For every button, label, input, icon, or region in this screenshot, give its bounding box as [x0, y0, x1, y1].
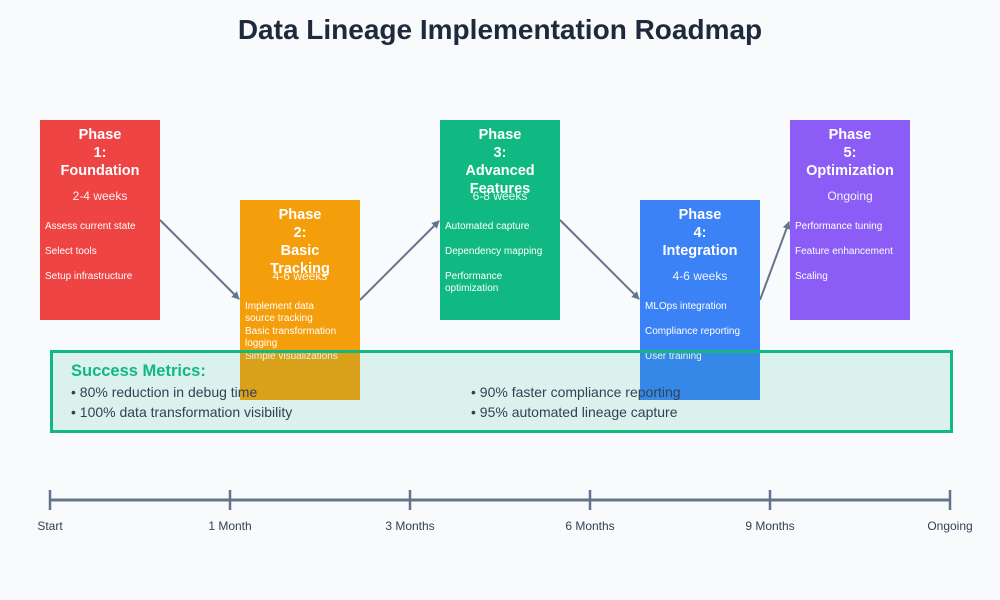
phase-title-line: Optimization	[806, 163, 894, 179]
phase-task: Assess current state	[45, 221, 136, 232]
phase-title-line: Integration	[662, 243, 738, 259]
phase-task: Scaling	[795, 271, 828, 282]
phase-duration: 6-8 weeks	[472, 189, 528, 203]
phase-title: Phase 2: Basic Tracking	[240, 206, 360, 278]
metric-item: • 90% faster compliance reporting	[471, 384, 681, 400]
success-metrics-panel: Success Metrics: • 80% reduction in debu…	[50, 350, 953, 433]
arrow-phase4-to-phase5	[759, 221, 791, 301]
phase-title-line: Phase	[278, 207, 322, 223]
phase-task: Performance tuning	[795, 221, 883, 232]
arrow-phase3-to-phase4	[559, 219, 640, 300]
phase-title: Phase 1: Foundation	[40, 126, 160, 180]
arrow-phase2-to-phase3	[359, 220, 440, 301]
phase-title: Phase 3: Advanced Features	[440, 126, 560, 198]
timeline-label: 1 Month	[208, 519, 252, 533]
success-metrics-title: Success Metrics:	[71, 362, 206, 380]
metric-item: • 80% reduction in debug time	[71, 384, 258, 400]
phase-title-line: 2:	[293, 225, 307, 241]
phase-title-line: Basic	[280, 243, 320, 259]
phase-duration: 4-6 weeks	[672, 269, 728, 283]
metric-item: • 100% data transformation visibility	[71, 404, 293, 420]
arrow-phase1-to-phase2	[159, 219, 240, 300]
metric-item: • 95% automated lineage capture	[471, 404, 678, 420]
timeline-label: 6 Months	[565, 519, 615, 533]
phase-task: Performance optimization	[445, 271, 503, 294]
phase-task: Feature enhancement	[795, 246, 893, 257]
phase-task: Basic transformation logging	[245, 326, 337, 349]
phase-card-5: Phase 5: Optimization Ongoing Performanc…	[790, 120, 910, 320]
phase-title-line: Phase	[78, 127, 122, 143]
phase-title-line: 1:	[93, 145, 107, 161]
phase-title-line: 5:	[843, 145, 857, 161]
phase-title: Phase 4: Integration	[640, 206, 760, 260]
phase-task: Implement data source tracking	[245, 301, 314, 324]
timeline-label: Start	[37, 519, 63, 533]
page-title: Data Lineage Implementation Roadmap	[237, 14, 763, 45]
phase-title-line: Features	[469, 181, 531, 197]
phase-title-line: Phase	[828, 127, 872, 143]
phase-card-3: Phase 3: Advanced Features 6-8 weeks Aut…	[440, 120, 560, 320]
phase-task: Automated capture	[445, 221, 530, 232]
phase-title-line: Tracking	[270, 261, 330, 277]
phase-duration: 4-6 weeks	[272, 269, 328, 283]
phase-task: Setup infrastructure	[45, 271, 133, 282]
phase-task: Simple visualizations	[245, 351, 338, 362]
phase-task: Dependency mapping	[445, 246, 543, 257]
phase-card-4: Phase 4: Integration 4-6 weeks MLOps int…	[640, 200, 760, 400]
phase-task: Select tools	[45, 246, 97, 257]
phase-duration: Ongoing	[827, 189, 873, 203]
phase-card-1: Phase 1: Foundation 2-4 weeks Assess cur…	[40, 120, 160, 320]
phase-title-line: Foundation	[60, 163, 140, 179]
phase-card-2: Phase 2: Basic Tracking 4-6 weeks Implem…	[240, 200, 360, 400]
phase-title-line: 3:	[493, 145, 507, 161]
phase-task: MLOps integration	[645, 301, 727, 312]
timeline-label: 3 Months	[385, 519, 435, 533]
phase-title-line: Advanced	[465, 163, 535, 179]
phase-title: Phase 5: Optimization	[790, 126, 910, 180]
timeline-label: Ongoing	[927, 519, 973, 533]
phase-title-line: Phase	[478, 127, 522, 143]
phase-duration: 2-4 weeks	[72, 189, 128, 203]
timeline-label: 9 Months	[745, 519, 795, 533]
phase-title-line: 4:	[693, 225, 707, 241]
phase-title-line: Phase	[678, 207, 722, 223]
phase-task: User training	[645, 351, 702, 362]
phase-task: Compliance reporting	[645, 326, 741, 337]
